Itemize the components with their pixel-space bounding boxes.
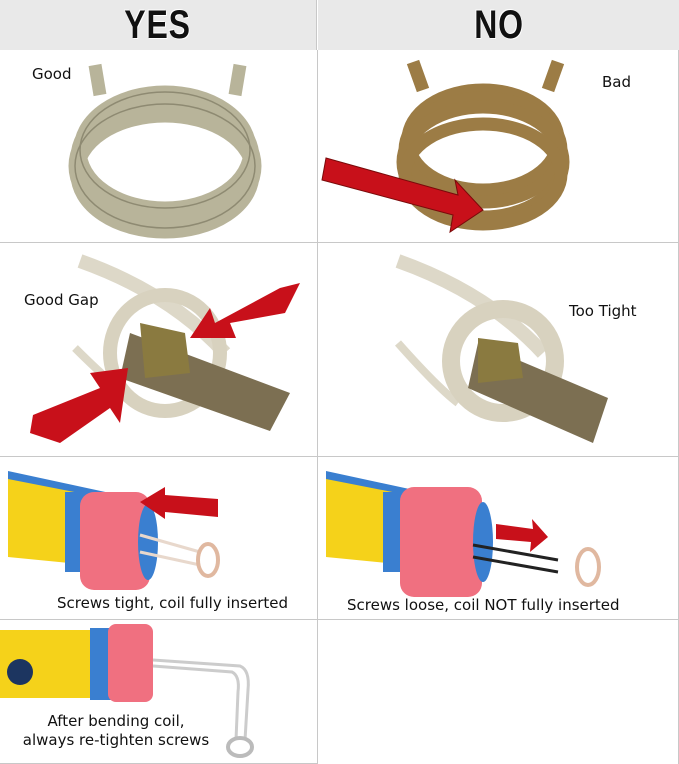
no-header-text: NO: [473, 2, 524, 47]
no-header: NO: [318, 0, 679, 50]
too-tight-cell: Too Tight: [318, 243, 679, 457]
good-label: Good: [32, 65, 72, 83]
empty-cell: [318, 620, 679, 764]
screws-loose-cell: Screws loose, coil NOT fully inserted: [318, 457, 679, 620]
good-gap-label: Good Gap: [24, 291, 99, 309]
red-arrow-icon: [30, 368, 128, 443]
too-tight-label: Too Tight: [569, 302, 637, 320]
bad-coil-cell: Bad: [318, 50, 679, 243]
screws-tight-caption: Screws tight, coil fully inserted: [57, 594, 288, 612]
bad-coil-image: [321, 59, 570, 234]
good-coil-cell: Good: [0, 50, 318, 243]
yes-header-text: YES: [124, 2, 192, 47]
too-tight-image: [395, 254, 608, 443]
bad-label: Bad: [602, 73, 632, 91]
screws-loose-image: [326, 471, 601, 597]
red-arrow-icon: [321, 157, 484, 234]
good-gap-image: [30, 254, 300, 443]
red-arrow-icon: [496, 519, 548, 552]
red-arrow-icon: [140, 487, 218, 519]
red-arrow-icon: [190, 283, 300, 338]
screws-loose-caption: Screws loose, coil NOT fully inserted: [347, 596, 620, 614]
retighten-image: [0, 624, 254, 758]
retighten-caption: After bending coil, always re-tighten sc…: [22, 712, 210, 749]
good-gap-cell: Good Gap: [0, 243, 318, 457]
retighten-cell: After bending coil, always re-tighten sc…: [0, 620, 318, 764]
screws-tight-cell: Screws tight, coil fully inserted: [0, 457, 318, 620]
good-coil-image: [68, 63, 262, 239]
screws-tight-image: [8, 471, 220, 590]
yes-header: YES: [0, 0, 317, 50]
